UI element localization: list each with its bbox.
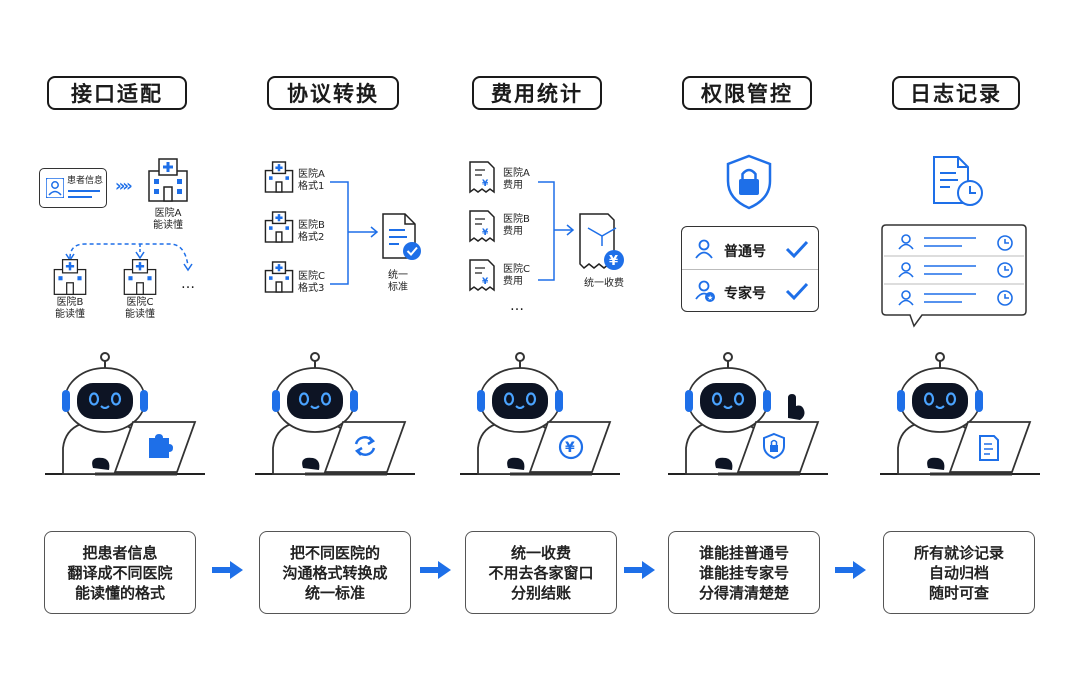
user-icon xyxy=(695,239,713,259)
check-icon xyxy=(785,240,809,259)
merge-bracket-lines xyxy=(330,181,379,285)
title-interface-adapt: 接口适配 xyxy=(47,76,187,110)
robot-laptop-illustration xyxy=(45,352,205,476)
title-fee-stats: 费用统计 xyxy=(472,76,602,110)
unified-fee-label: 统一收费 xyxy=(584,278,624,289)
role-expert-label: 专家号 xyxy=(724,286,766,302)
shield-lock-icon xyxy=(726,154,772,210)
svg-text:¥: ¥ xyxy=(482,228,489,238)
log-list-panel xyxy=(881,224,1027,328)
hospital-c-icon xyxy=(123,259,157,295)
desc-box-protocol-convert: 把不同医院的沟通格式转换成统一标准 xyxy=(259,531,411,614)
document-clock-icon xyxy=(933,156,983,206)
receipt-yen-icon: ¥ xyxy=(579,213,624,270)
desc-box-fee-stats: 统一收费不用去各家窗口分别结账 xyxy=(465,531,617,614)
roles-panel: 普通号 ★ 专家号 xyxy=(681,226,819,312)
document-check-icon xyxy=(382,213,421,260)
unified-standard-label: 统一标准 xyxy=(388,270,408,293)
merge-bracket-lines xyxy=(538,181,575,281)
right-arrow-icon xyxy=(420,561,451,579)
patient-info-card: 患者信息 xyxy=(39,168,107,208)
role-normal-label: 普通号 xyxy=(724,244,766,260)
title-protocol-convert: 协议转换 xyxy=(267,76,399,110)
robot-laptop-illustration xyxy=(668,352,828,476)
hospital-b-icon xyxy=(53,259,87,295)
right-arrow-icon xyxy=(835,561,866,579)
robot-laptop-illustration xyxy=(255,352,415,476)
desc-box-permission-control: 谁能挂普通号谁能挂专家号分得清清楚楚 xyxy=(668,531,820,614)
hospital-a-icon xyxy=(148,158,188,202)
user-star-icon: ★ xyxy=(695,280,715,302)
robot-laptop-illustration: ¥ xyxy=(460,352,620,476)
right-arrow-icon xyxy=(624,561,655,579)
svg-text:¥: ¥ xyxy=(565,440,575,456)
desc-box-log-record: 所有就诊记录自动归档随时可查 xyxy=(883,531,1035,614)
ellipsis: … xyxy=(510,298,524,314)
chevrons-icon: »» xyxy=(115,176,133,195)
person-icon xyxy=(46,178,64,198)
desc-box-interface-adapt: 把患者信息翻译成不同医院能读懂的格式 xyxy=(44,531,196,614)
svg-text:¥: ¥ xyxy=(482,277,489,287)
svg-text:¥: ¥ xyxy=(609,254,618,269)
hospital-icon xyxy=(264,211,294,243)
receipt-icon: ¥ xyxy=(469,259,495,292)
title-log-record: 日志记录 xyxy=(892,76,1020,110)
receipt-icon: ¥ xyxy=(469,210,495,243)
hospital-icon xyxy=(264,161,294,193)
check-icon xyxy=(785,282,809,301)
patient-info-label: 患者信息 xyxy=(67,176,104,186)
hospital-icon xyxy=(264,261,294,293)
receipt-icon: ¥ xyxy=(469,161,495,194)
svg-text:¥: ¥ xyxy=(482,179,489,189)
ellipsis: … xyxy=(181,276,195,292)
title-permission-control: 权限管控 xyxy=(682,76,812,110)
robot-laptop-illustration xyxy=(880,352,1040,476)
right-arrow-icon xyxy=(212,561,243,579)
svg-text:★: ★ xyxy=(707,294,713,302)
